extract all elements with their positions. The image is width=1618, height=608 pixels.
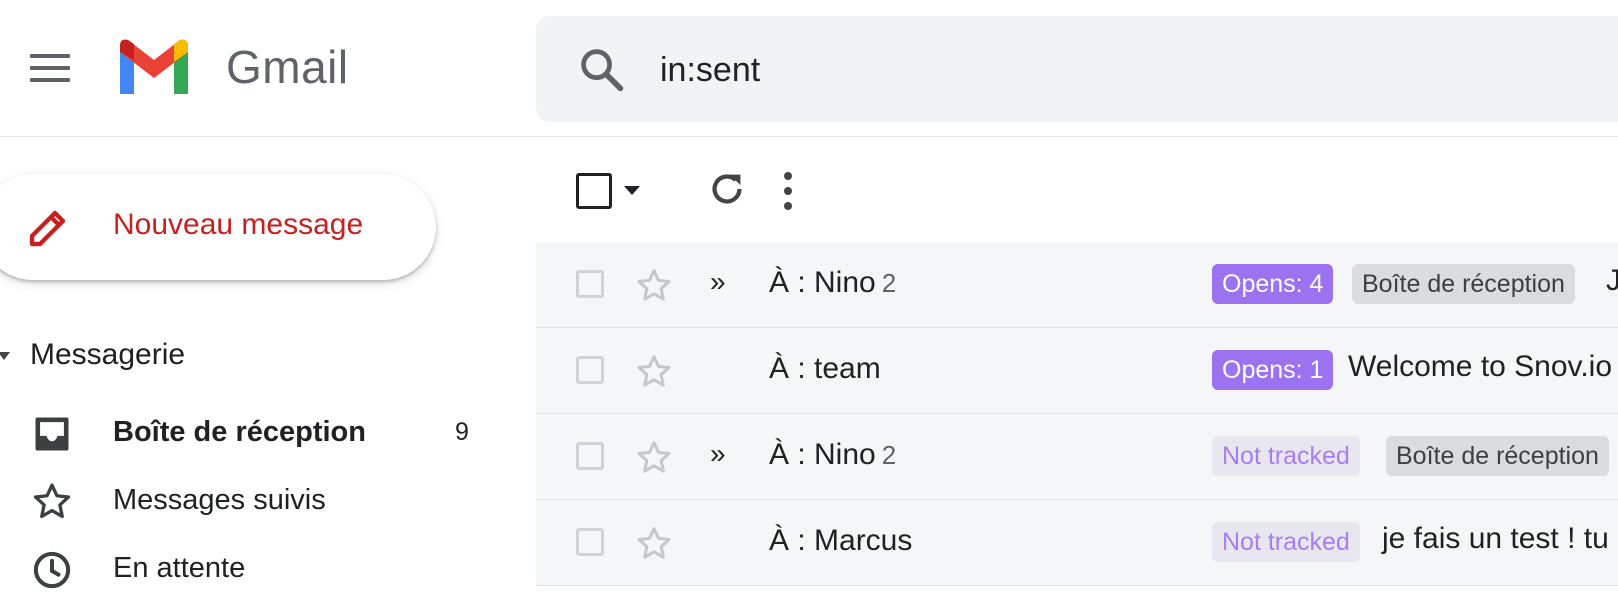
table-row[interactable]: À : team Opens: 1 Welcome to Snov.io <box>536 328 1618 414</box>
menu-icon-bar <box>30 78 70 82</box>
compose-label: Nouveau message <box>113 208 364 241</box>
more-vert-icon[interactable] <box>780 168 796 214</box>
sidebar-item-inbox[interactable]: Boîte de réception 9 <box>0 400 500 466</box>
recipient-name: À : Nino <box>769 266 876 299</box>
star-icon <box>33 483 71 519</box>
star-icon[interactable] <box>634 266 674 306</box>
row-checkbox[interactable] <box>576 528 604 556</box>
message-subject: Welcome to Snov.io <box>1348 350 1613 383</box>
star-icon[interactable] <box>634 352 674 392</box>
list-toolbar <box>536 140 1618 240</box>
row-checkbox[interactable] <box>576 356 604 384</box>
compose-button[interactable]: Nouveau message <box>0 174 436 280</box>
menu-icon <box>30 54 70 58</box>
collapse-caret-icon[interactable] <box>0 352 10 360</box>
important-marker-icon[interactable]: » <box>710 438 726 469</box>
sidebar-item-label: En attente <box>113 552 246 584</box>
app-name: Gmail <box>226 41 349 93</box>
recipient: À : team <box>769 352 881 385</box>
unread-count: 9 <box>455 418 469 446</box>
clock-icon <box>33 551 71 589</box>
table-row[interactable]: À : Marcus Not tracked je fais un test !… <box>536 500 1618 586</box>
thread-count: 2 <box>881 440 897 470</box>
select-dropdown-icon[interactable] <box>624 186 640 195</box>
label-chip[interactable]: Boîte de réception <box>1352 264 1575 304</box>
thread-count: 2 <box>881 268 897 298</box>
search-input[interactable] <box>658 44 1562 96</box>
tracking-chip: Not tracked <box>1212 436 1360 476</box>
label-chip[interactable]: Boîte de réception <box>1386 436 1609 476</box>
select-all-checkbox[interactable] <box>576 173 612 209</box>
message-subject: J <box>1606 264 1618 298</box>
recipient-name: À : Nino <box>769 438 876 471</box>
tracking-chip: Opens: 4 <box>1212 264 1334 304</box>
menu-icon-bar <box>30 66 70 70</box>
recipient: À : Marcus <box>769 524 913 557</box>
star-icon[interactable] <box>634 438 674 478</box>
refresh-icon[interactable] <box>704 166 750 212</box>
search-bar[interactable] <box>536 16 1618 122</box>
pencil-icon <box>29 210 66 247</box>
search-icon[interactable] <box>576 44 628 96</box>
important-marker-icon[interactable]: » <box>710 266 726 297</box>
main-menu-button[interactable] <box>28 48 72 88</box>
app-header: Gmail <box>0 0 1618 137</box>
inbox-icon <box>35 417 69 451</box>
row-checkbox[interactable] <box>576 270 604 298</box>
star-icon[interactable] <box>634 524 674 564</box>
gmail-logo[interactable] <box>114 38 194 98</box>
sidebar-section-label[interactable]: Messagerie <box>30 338 186 371</box>
tracking-chip: Not tracked <box>1212 522 1360 562</box>
message-subject: je fais un test ! tu <box>1382 522 1609 555</box>
row-checkbox[interactable] <box>576 442 604 470</box>
sidebar-item-label: Messages suivis <box>113 484 326 516</box>
sidebar-item-starred[interactable]: Messages suivis <box>0 468 500 534</box>
tracking-chip: Opens: 1 <box>1212 350 1334 390</box>
sidebar-item-snoozed[interactable]: En attente <box>0 536 500 602</box>
sidebar-item-label: Boîte de réception <box>113 416 366 448</box>
